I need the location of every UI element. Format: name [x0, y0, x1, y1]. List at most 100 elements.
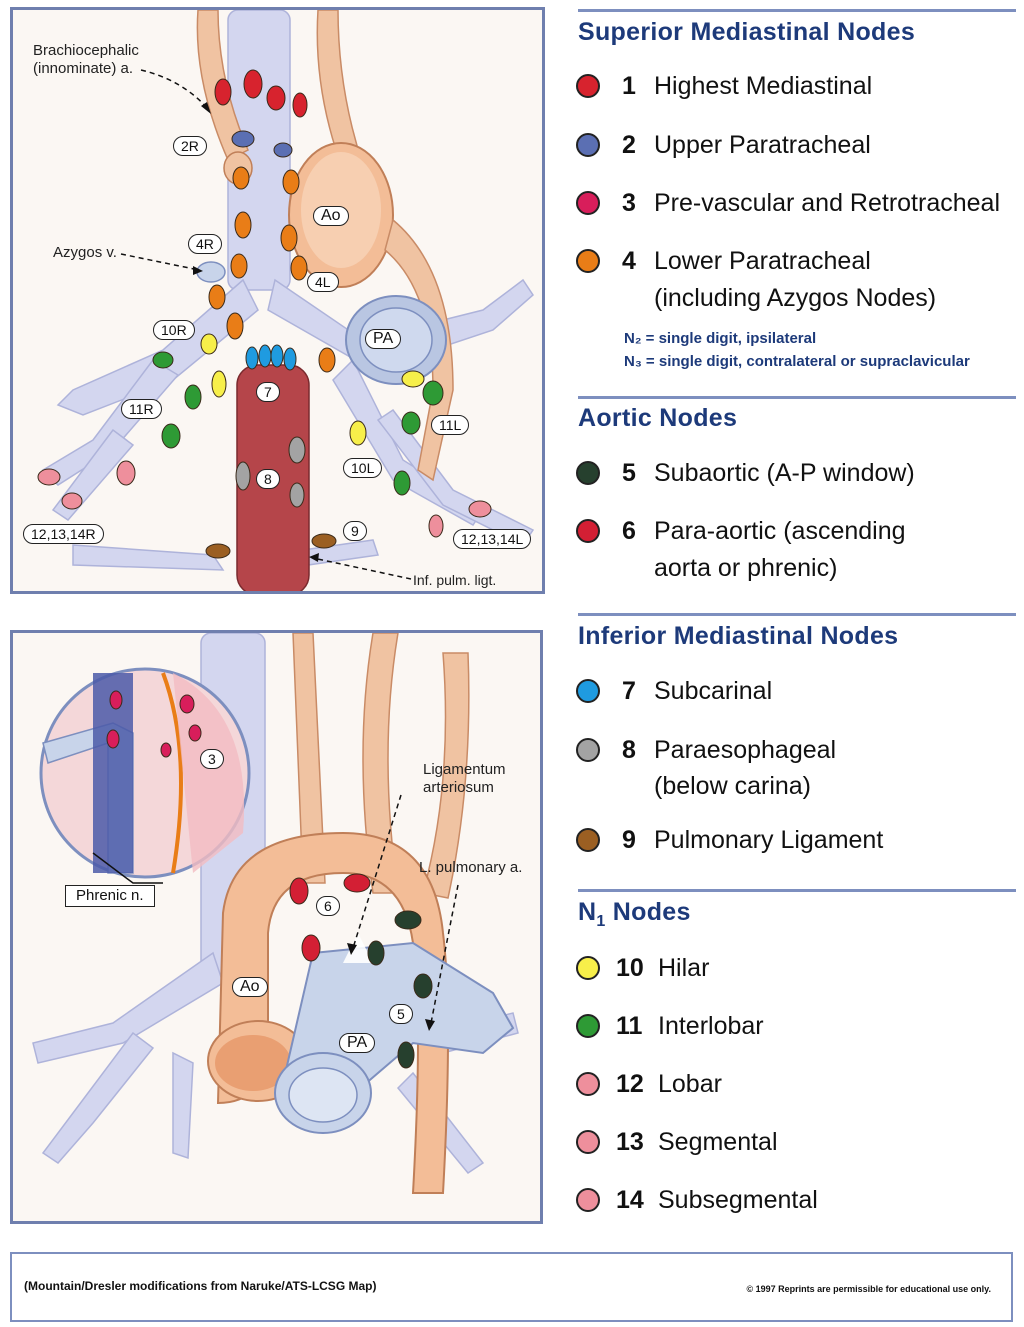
n1-title: N1 Nodes	[578, 898, 691, 930]
brachiocephalic-label: Brachiocephalic (innominate) a.	[33, 42, 139, 77]
node-11	[152, 351, 174, 369]
tag-4l: 4L	[307, 272, 339, 292]
phrenic-nerve-label: Phrenic n.	[65, 885, 155, 907]
node-7	[283, 347, 297, 371]
lymph-nodes	[37, 69, 492, 559]
node-3	[106, 729, 120, 749]
node-10	[349, 420, 367, 446]
node-1	[292, 92, 308, 118]
swatch-7	[576, 679, 600, 703]
inferior-title: Inferior Mediastinal Nodes	[578, 622, 899, 650]
node-5	[413, 973, 433, 999]
tag-11r: 11R	[121, 399, 162, 419]
node-5	[394, 910, 422, 930]
node-11	[393, 470, 411, 496]
node-9	[205, 543, 231, 559]
section-rule	[578, 9, 1016, 12]
source-credit: (Mountain/Dresler modifications from Nar…	[24, 1279, 377, 1293]
node-12	[468, 500, 492, 518]
swatch-8	[576, 738, 600, 762]
tag-4r: 4R	[188, 234, 222, 254]
node-10	[211, 370, 227, 398]
swatch-9	[576, 828, 600, 852]
node-12	[428, 514, 444, 538]
swatch-1	[576, 74, 600, 98]
swatch-6	[576, 519, 600, 543]
top-anatomy-illustration	[37, 10, 535, 591]
superior-title: Superior Mediastinal Nodes	[578, 18, 916, 46]
bronchial-tree	[41, 10, 535, 571]
n2-note: N₂ = single digit, ipsilateral	[624, 330, 817, 347]
swatch-12	[576, 1072, 600, 1096]
tag-pa: PA	[339, 1033, 376, 1053]
tag-ao: Ao	[313, 206, 349, 226]
section-rule	[578, 613, 1016, 616]
section-rule	[578, 396, 1016, 399]
node-legend: Superior Mediastinal Nodes 1 Highest Med…	[570, 0, 1024, 1240]
leader-arrowheads	[193, 102, 319, 562]
node-11	[184, 384, 202, 410]
node-10	[200, 333, 218, 355]
top-anatomy-panel: Brachiocephalic (innominate) a. Azygos v…	[10, 7, 545, 594]
node-11	[161, 423, 181, 449]
azygos-vein	[196, 261, 226, 283]
node-3	[109, 690, 123, 710]
node-3	[160, 742, 172, 758]
node-3	[179, 694, 195, 714]
azygos-label: Azygos v.	[53, 244, 117, 261]
node-6	[301, 934, 321, 962]
node-4	[290, 255, 308, 281]
node-4	[230, 253, 248, 279]
node-6	[343, 873, 371, 893]
tag-6: 6	[316, 896, 340, 916]
tag-10r: 10R	[153, 320, 195, 340]
node-4	[282, 169, 300, 195]
swatch-14	[576, 1188, 600, 1212]
lymph-nodes	[289, 873, 433, 1069]
aortic-arch	[216, 831, 449, 1194]
tag-3: 3	[200, 749, 224, 769]
leader-arrowheads	[347, 943, 435, 1031]
tag-7: 7	[256, 382, 280, 402]
bottom-anatomy-illustration	[32, 633, 519, 1194]
tag-5: 5	[389, 1004, 413, 1024]
node-5	[367, 940, 385, 966]
inf-pulm-ligt-label: Inf. pulm. ligt.	[413, 572, 497, 588]
tag-8: 8	[256, 469, 280, 489]
tag-11l: 11L	[431, 415, 470, 435]
node-8	[289, 482, 305, 508]
node-4	[208, 284, 226, 310]
swatch-4	[576, 249, 600, 273]
node-12	[61, 492, 83, 510]
node-8	[288, 436, 306, 464]
footer-box: (Mountain/Dresler modifications from Nar…	[10, 1252, 1013, 1322]
node-2	[231, 130, 255, 148]
swatch-13	[576, 1130, 600, 1154]
swatch-10	[576, 956, 600, 980]
phrenic-leader	[92, 852, 163, 884]
tag-ao: Ao	[232, 977, 268, 997]
tag-pa: PA	[365, 329, 402, 349]
node-7	[270, 344, 284, 368]
node-7	[258, 344, 272, 368]
ligamentum-arteriosum-label: Ligamentum arteriosum	[423, 761, 506, 796]
node-11	[401, 411, 421, 435]
tag-12-13-14r: 12,13,14R	[23, 524, 104, 544]
node-11	[422, 380, 444, 406]
swatch-3	[576, 191, 600, 215]
node-12	[116, 460, 136, 486]
swatch-11	[576, 1014, 600, 1038]
node-2	[273, 142, 293, 158]
swatch-5	[576, 461, 600, 485]
leader-lines	[120, 69, 412, 580]
tag-9: 9	[343, 521, 367, 541]
n3-note: N₃ = single digit, contralateral or supr…	[624, 353, 970, 370]
node-5	[397, 1041, 415, 1069]
inset-magnifier	[39, 667, 251, 879]
node-12	[37, 468, 61, 486]
tag-10l: 10L	[343, 458, 383, 478]
node-4	[234, 211, 252, 239]
swatch-2	[576, 133, 600, 157]
node-4	[232, 166, 250, 190]
tag-2r: 2R	[173, 136, 207, 156]
